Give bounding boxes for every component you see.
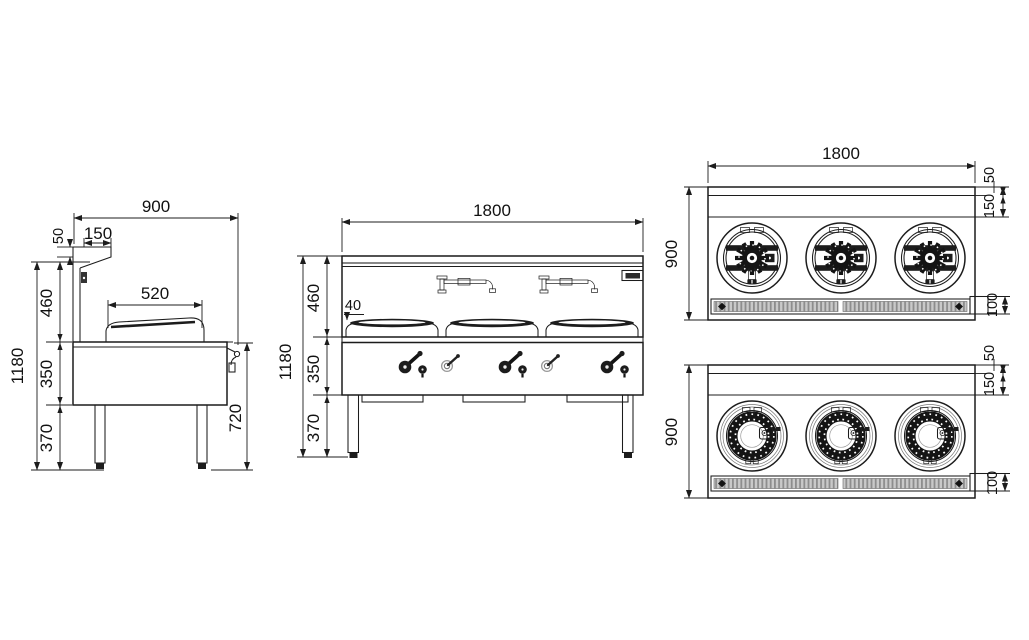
brand-plate [621, 269, 644, 282]
dim-plan-overall-depth: 900 [662, 240, 681, 268]
dim-side-wok-width: 520 [141, 284, 169, 303]
dim-plan2-rear-rail: 50 [982, 345, 998, 361]
dim-front-overall-width: 1800 [473, 201, 511, 220]
leg [196, 404, 208, 464]
dim-front-overall-height: 1180 [276, 344, 295, 381]
dim-plan2-drain-trough: 100 [985, 471, 1001, 495]
swing-faucet [538, 275, 598, 294]
dim-side-splash-height: 460 [37, 289, 56, 317]
dim-plan2-rear-shelf: 150 [982, 372, 998, 396]
dim-front-leg-height: 370 [304, 414, 323, 442]
ring-burner [806, 401, 876, 471]
dim-side-leg-height: 370 [37, 424, 56, 452]
dim-front-splash-height: 460 [304, 284, 323, 312]
cabinet-body [341, 341, 644, 396]
leg [621, 394, 634, 454]
wok-pan-side [105, 317, 205, 342]
side-view: 900 50 150 520 1180 460 350 [8, 197, 253, 471]
drain-grille [710, 475, 971, 492]
drain-grille [710, 298, 971, 315]
dim-side-ledge-depth: 150 [84, 224, 112, 243]
plan-view-ring-burners: 900 50 150 100 [662, 345, 1010, 499]
dim-side-ledge-height: 50 [51, 228, 67, 244]
dim-plan-rear-rail: 50 [982, 167, 998, 183]
dim-plan-drain-trough: 100 [985, 293, 1001, 317]
adjustable-foot [349, 452, 358, 458]
jet-burner [895, 223, 965, 293]
cabinet-body [72, 341, 228, 406]
side-dimensions: 900 50 150 520 1180 460 350 [8, 197, 253, 471]
plan-jet-dimensions: 1800 900 50 150 100 [662, 144, 1010, 321]
pilot-valve-knob [440, 352, 462, 373]
adjustable-foot [624, 452, 632, 458]
plan-outline [707, 186, 976, 321]
dim-side-overall-height: 1180 [8, 348, 27, 385]
under-panel [462, 394, 526, 403]
jet-burner [717, 223, 787, 293]
top-rail [341, 255, 644, 264]
jet-burner [806, 223, 876, 293]
wok-pan [445, 318, 539, 338]
under-panel [566, 394, 629, 403]
burner-control-knobs [598, 349, 631, 380]
dim-side-worktop-height: 720 [226, 404, 245, 432]
ring-burner [717, 401, 787, 471]
wok-pan [345, 318, 439, 338]
dim-plan-overall-width: 1800 [822, 144, 860, 163]
plan-outline [707, 364, 976, 499]
plan-ring-dimensions: 900 50 150 100 [662, 345, 1010, 499]
drain-valve-lever [226, 347, 241, 373]
dim-plan2-overall-depth: 900 [662, 418, 681, 446]
dim-front-wok-rim-height: 40 [345, 298, 361, 314]
dim-side-body-height: 350 [37, 360, 56, 388]
under-panel [361, 394, 424, 403]
worktop [341, 336, 644, 344]
plan-view-jet-burners: 1800 900 50 150 100 [662, 144, 1010, 321]
ring-burner [895, 401, 965, 471]
front-view: 1800 1180 460 350 370 40 [276, 201, 644, 458]
leg [94, 404, 106, 464]
wok-pan [545, 318, 639, 338]
adjustable-foot [198, 463, 206, 469]
dim-side-overall-width: 900 [142, 197, 170, 216]
leg [347, 394, 360, 454]
pilot-valve-knob [540, 352, 562, 373]
dim-front-body-height: 350 [304, 355, 323, 383]
adjustable-foot [96, 463, 104, 469]
front-dimensions: 1800 1180 460 350 370 40 [276, 201, 644, 458]
burner-control-knobs [496, 349, 529, 380]
dim-plan-rear-shelf: 150 [982, 194, 998, 218]
burner-control-knobs [396, 349, 429, 380]
swing-faucet [436, 275, 496, 294]
backsplash [72, 246, 112, 342]
